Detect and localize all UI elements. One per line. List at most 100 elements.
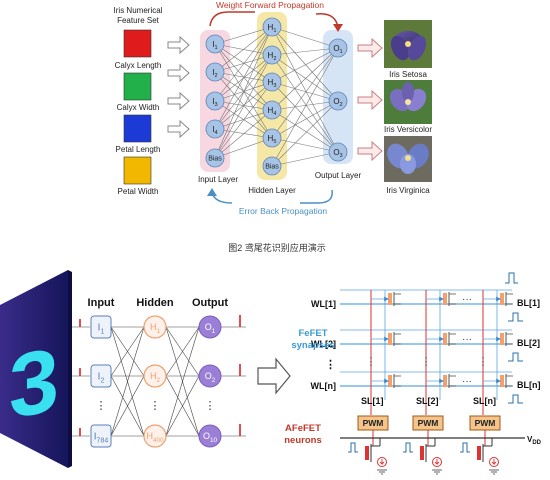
input-neuron — [90, 364, 112, 388]
iris-virginica-image — [384, 136, 432, 182]
connection-line — [214, 71, 273, 139]
mnist-connections — [72, 315, 246, 437]
hidden-neuron — [143, 424, 167, 448]
ground-icon — [432, 469, 442, 475]
afefet-gate — [365, 446, 369, 460]
fefet-gate — [388, 293, 392, 305]
sourceline-label: SL[n] — [473, 396, 496, 406]
wordline-label: WL[1] — [311, 299, 336, 309]
afefet-label-1: AFeFET — [285, 423, 321, 434]
input-node — [205, 62, 225, 82]
fefet-gate — [443, 333, 447, 345]
hidden-node — [262, 128, 282, 148]
input-neuron-label: I1 — [98, 323, 105, 336]
hollow-arrow-icon — [357, 37, 383, 59]
feature-label-calyx-width: Calyx Width — [117, 103, 160, 112]
connection-line — [271, 26, 339, 153]
output-node-label: O3 — [333, 148, 342, 159]
hidden-neuron-label: H2 — [150, 371, 161, 384]
feature-label-petal-width: Petal Width — [118, 187, 159, 196]
feature-set-title-2: Feature Set — [117, 16, 160, 25]
wordline-label: WL[n] — [311, 381, 336, 391]
back-arrowhead-icon — [207, 188, 217, 196]
iris-setosa-label: Iris Setosa — [389, 70, 427, 79]
connection-line — [271, 81, 339, 153]
input-neuron — [90, 424, 112, 448]
connection-line — [110, 326, 145, 377]
input-neuron-label: I784 — [94, 432, 109, 445]
fefet-gate — [443, 293, 447, 305]
connection-line — [271, 47, 339, 139]
feature-label-calyx-length: Calyx Length — [115, 61, 162, 70]
feature-arrows — [167, 35, 190, 139]
hollow-arrow-icon — [167, 63, 190, 83]
connection-line — [214, 137, 273, 159]
output-column-title: Output — [192, 297, 228, 309]
pulse-icon — [508, 352, 523, 362]
connection-line — [214, 54, 273, 159]
input-node — [205, 91, 225, 111]
sourceline-label: SL[1] — [361, 396, 384, 406]
hollow-arrow-icon — [167, 91, 190, 111]
output-layer-label: Output Layer — [315, 171, 362, 180]
output-neuron — [198, 424, 222, 448]
connection-line — [214, 71, 273, 83]
hidden-node — [262, 45, 282, 65]
pulse-icon — [505, 272, 518, 284]
feature-swatch-petal-width — [123, 156, 152, 185]
iris-versicolor-label: Iris Versicolor — [384, 125, 432, 134]
connection-line — [214, 81, 273, 130]
feature-swatch-calyx-width — [123, 72, 152, 101]
connection-line — [271, 47, 339, 56]
fefet-gate — [500, 375, 504, 387]
output-neuron-label: O2 — [205, 371, 216, 384]
bitline-label: BL[2] — [517, 338, 540, 348]
current-arrow-icon — [491, 459, 497, 466]
connection-line — [165, 326, 200, 377]
current-arrow-icon — [379, 459, 385, 466]
input-node — [205, 148, 225, 168]
feature-set-title-1: Iris Numerical — [114, 6, 163, 15]
feature-swatch-petal-length — [123, 114, 152, 143]
forward-arrow-left — [209, 11, 255, 27]
iris-versicolor-image — [384, 80, 432, 124]
big-arrow-icon — [257, 357, 291, 395]
output-neuron-label: O10 — [203, 431, 218, 444]
output-node-label: O1 — [333, 44, 342, 55]
connection-line — [214, 26, 273, 102]
ellipsis: ⋮ — [478, 356, 489, 368]
sourceline-label: SL[2] — [416, 396, 439, 406]
hidden-node-label: H1 — [268, 23, 277, 34]
hidden-node-label: Bias — [265, 163, 279, 170]
pwm-label: PWM — [418, 418, 439, 428]
fefet-gate — [388, 333, 392, 345]
back-arrow-right — [300, 189, 333, 204]
ellipsis: ⋮ — [421, 356, 432, 368]
hidden-neuron-label: H1 — [150, 322, 161, 335]
connection-line — [214, 26, 273, 45]
connection-line — [271, 100, 339, 111]
connection-line — [214, 128, 273, 139]
input-column-title: Input — [88, 297, 115, 309]
forward-propagation-label: Weight Forward Propagation — [216, 0, 324, 10]
hollow-arrow-icon — [357, 89, 383, 111]
fefet-gate — [388, 375, 392, 387]
afefet-gate — [477, 446, 481, 460]
connection-line — [110, 326, 145, 437]
input-node-label: I1 — [212, 40, 217, 51]
hollow-arrow-icon — [357, 140, 383, 162]
connection-line — [271, 109, 339, 153]
fefet-gate — [443, 375, 447, 387]
input-node-label: Bias — [208, 155, 222, 162]
input-neuron-label: I2 — [98, 372, 105, 385]
connection-line — [271, 26, 339, 49]
ellipsis: ⋮ — [366, 356, 377, 368]
output-neuron — [198, 364, 222, 388]
input-node — [205, 119, 225, 139]
ground-icon — [489, 469, 499, 475]
ellipsis: ··· — [462, 334, 472, 345]
pulse-icon — [460, 442, 470, 453]
ellipsis: ··· — [462, 294, 472, 305]
wordline-label: ⋮ — [325, 359, 336, 371]
